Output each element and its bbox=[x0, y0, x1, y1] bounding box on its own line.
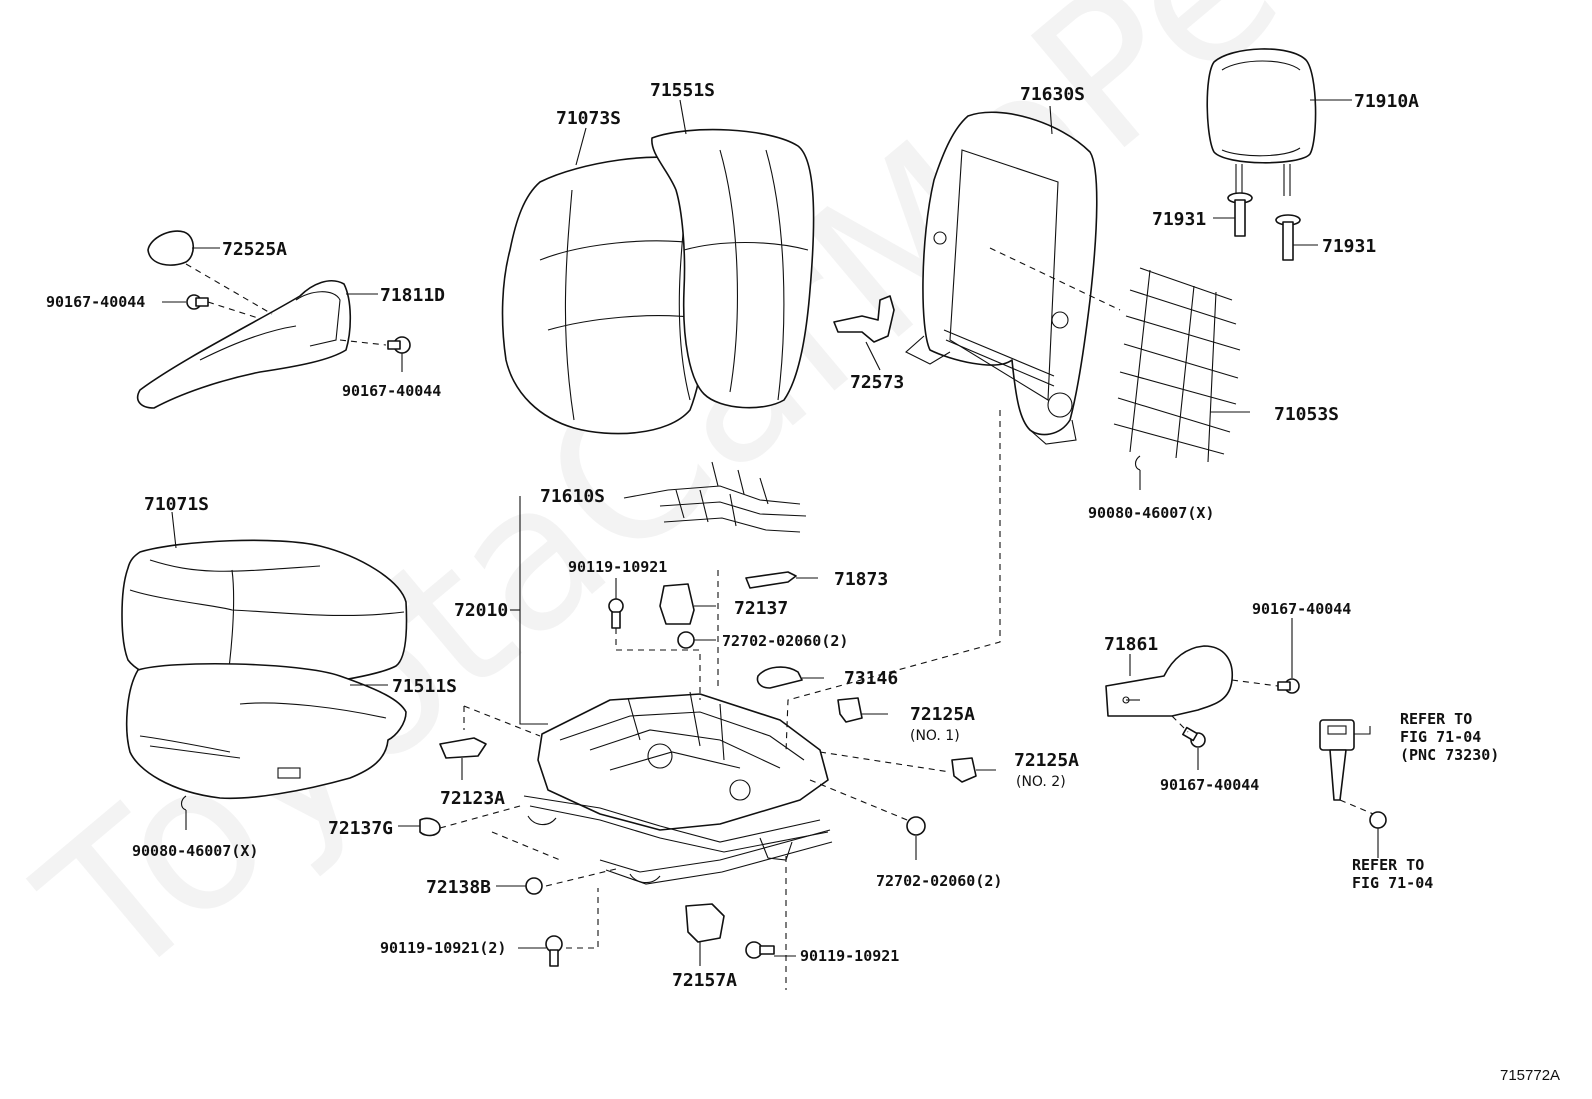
bolt-90119-c bbox=[745, 941, 796, 959]
label-72123a: 72123A bbox=[440, 788, 505, 809]
hook-72123a bbox=[439, 737, 487, 780]
cover-73146 bbox=[756, 666, 824, 689]
dashed-leader-72125a bbox=[819, 751, 951, 773]
clip-72125a-no2 bbox=[951, 757, 996, 783]
label-refer-1-line2: FIG 71-04 bbox=[1400, 728, 1481, 746]
label-90167-40044-b: 90167-40044 bbox=[342, 382, 441, 400]
headrest-support-71931-a bbox=[1213, 192, 1253, 237]
seatback-spring-71053s bbox=[989, 247, 1250, 463]
label-71630s: 71630S bbox=[1020, 84, 1085, 105]
label-72125a-1: 72125A bbox=[910, 704, 975, 725]
dashed-leader-back-frame bbox=[785, 410, 1001, 753]
label-72125a-2: 72125A bbox=[1014, 750, 1079, 771]
label-90167-40044-c: 90167-40044 bbox=[1252, 600, 1351, 618]
frame-bracket-72010 bbox=[510, 496, 548, 725]
label-71861: 71861 bbox=[1104, 634, 1158, 655]
label-71610s: 71610S bbox=[540, 486, 605, 507]
label-90080-46007-b: 90080-46007(X) bbox=[132, 842, 258, 860]
label-72573: 72573 bbox=[850, 372, 904, 393]
label-90119-10921-b: 90119-10921(2) bbox=[380, 939, 506, 957]
side-shield-71811d bbox=[136, 280, 378, 409]
label-90119-10921-a: 90119-10921 bbox=[568, 558, 667, 576]
headrest-71910a bbox=[1206, 48, 1352, 198]
label-72157a: 72157A bbox=[672, 970, 737, 991]
dashed-leader-90119-a bbox=[615, 628, 701, 700]
seat-frame-adjuster bbox=[523, 691, 833, 885]
clip-72138b bbox=[496, 877, 543, 895]
dashed-leader-72138b bbox=[545, 867, 621, 887]
dashed-leader-bracket bbox=[491, 831, 561, 861]
label-90119-10921-c: 90119-10921 bbox=[800, 947, 899, 965]
lever-72573 bbox=[833, 295, 895, 371]
label-71551s: 71551S bbox=[650, 80, 715, 101]
label-71073s: 71073S bbox=[556, 108, 621, 129]
bolt-90167-right-b bbox=[1171, 715, 1206, 770]
clip-90080-lower bbox=[180, 795, 187, 830]
label-72125a-1-note: (NO. 1) bbox=[910, 728, 960, 744]
label-72702-02060-a: 72702-02060(2) bbox=[722, 632, 848, 650]
label-71931-a: 71931 bbox=[1152, 209, 1206, 230]
clip-72125a-no1 bbox=[837, 697, 888, 723]
bolt-90119-a bbox=[608, 578, 624, 629]
label-73146: 73146 bbox=[844, 668, 898, 689]
cover-72157a bbox=[685, 903, 725, 966]
dashed-leader-72123a bbox=[463, 705, 541, 737]
seatback-cover-71551s bbox=[651, 99, 815, 409]
label-71511s: 71511S bbox=[392, 676, 457, 697]
label-90167-40044-a: 90167-40044 bbox=[46, 293, 145, 311]
label-72010: 72010 bbox=[454, 600, 508, 621]
figure-id: 715772A bbox=[1500, 1067, 1560, 1084]
nut-72702-a bbox=[677, 631, 716, 649]
label-refer-2-line1: REFER TO bbox=[1352, 856, 1424, 874]
label-71071s: 71071S bbox=[144, 494, 209, 515]
cover-71873 bbox=[745, 571, 818, 589]
nut-72702-b bbox=[906, 816, 926, 860]
label-90167-40044-d: 90167-40044 bbox=[1160, 776, 1259, 794]
bolt-90167-left-a bbox=[162, 294, 259, 319]
label-71053s: 71053S bbox=[1274, 404, 1339, 425]
clip-90080-upper bbox=[1134, 455, 1141, 490]
dashed-leader-72137g bbox=[439, 805, 521, 829]
label-72137g: 72137G bbox=[328, 818, 393, 839]
label-72138b: 72138B bbox=[426, 877, 491, 898]
dashed-leader-90119-b bbox=[566, 888, 599, 949]
label-71931-b: 71931 bbox=[1322, 236, 1376, 257]
label-refer-1-line3: (PNC 73230) bbox=[1400, 746, 1499, 764]
seatback-frame-71630s bbox=[905, 105, 1098, 445]
bolt-90119-b bbox=[518, 935, 563, 967]
cushion-cover-71071s bbox=[121, 511, 408, 695]
label-72525a: 72525A bbox=[222, 239, 287, 260]
cushion-pad-71511s bbox=[125, 662, 407, 800]
label-72702-02060-b: 72702-02060(2) bbox=[876, 872, 1002, 890]
label-90080-46007-a: 90080-46007(X) bbox=[1088, 504, 1214, 522]
bolt-90167-right-a bbox=[1231, 618, 1300, 694]
label-71811d: 71811D bbox=[380, 285, 445, 306]
knob-72525a bbox=[147, 230, 273, 315]
headrest-support-71931-b bbox=[1275, 214, 1318, 261]
labels: 71910A 71630S 71551S 71073S 72525A 71811… bbox=[46, 80, 1499, 991]
label-72125a-2-note: (NO. 2) bbox=[1016, 774, 1066, 790]
side-cover-71861 bbox=[1105, 645, 1233, 717]
dashed-leader-72702-b bbox=[809, 779, 913, 823]
clip-72137g bbox=[398, 817, 441, 837]
label-71873: 71873 bbox=[834, 569, 888, 590]
bracket-72137 bbox=[659, 583, 716, 625]
label-71910a: 71910A bbox=[1354, 91, 1419, 112]
label-refer-2-line2: FIG 71-04 bbox=[1352, 874, 1433, 892]
bolt-90167-left-b bbox=[339, 336, 411, 372]
cushion-spring-71610s bbox=[623, 461, 807, 533]
seatbelt-buckle bbox=[1319, 719, 1387, 858]
label-refer-1-line1: REFER TO bbox=[1400, 710, 1472, 728]
label-72137: 72137 bbox=[734, 598, 788, 619]
